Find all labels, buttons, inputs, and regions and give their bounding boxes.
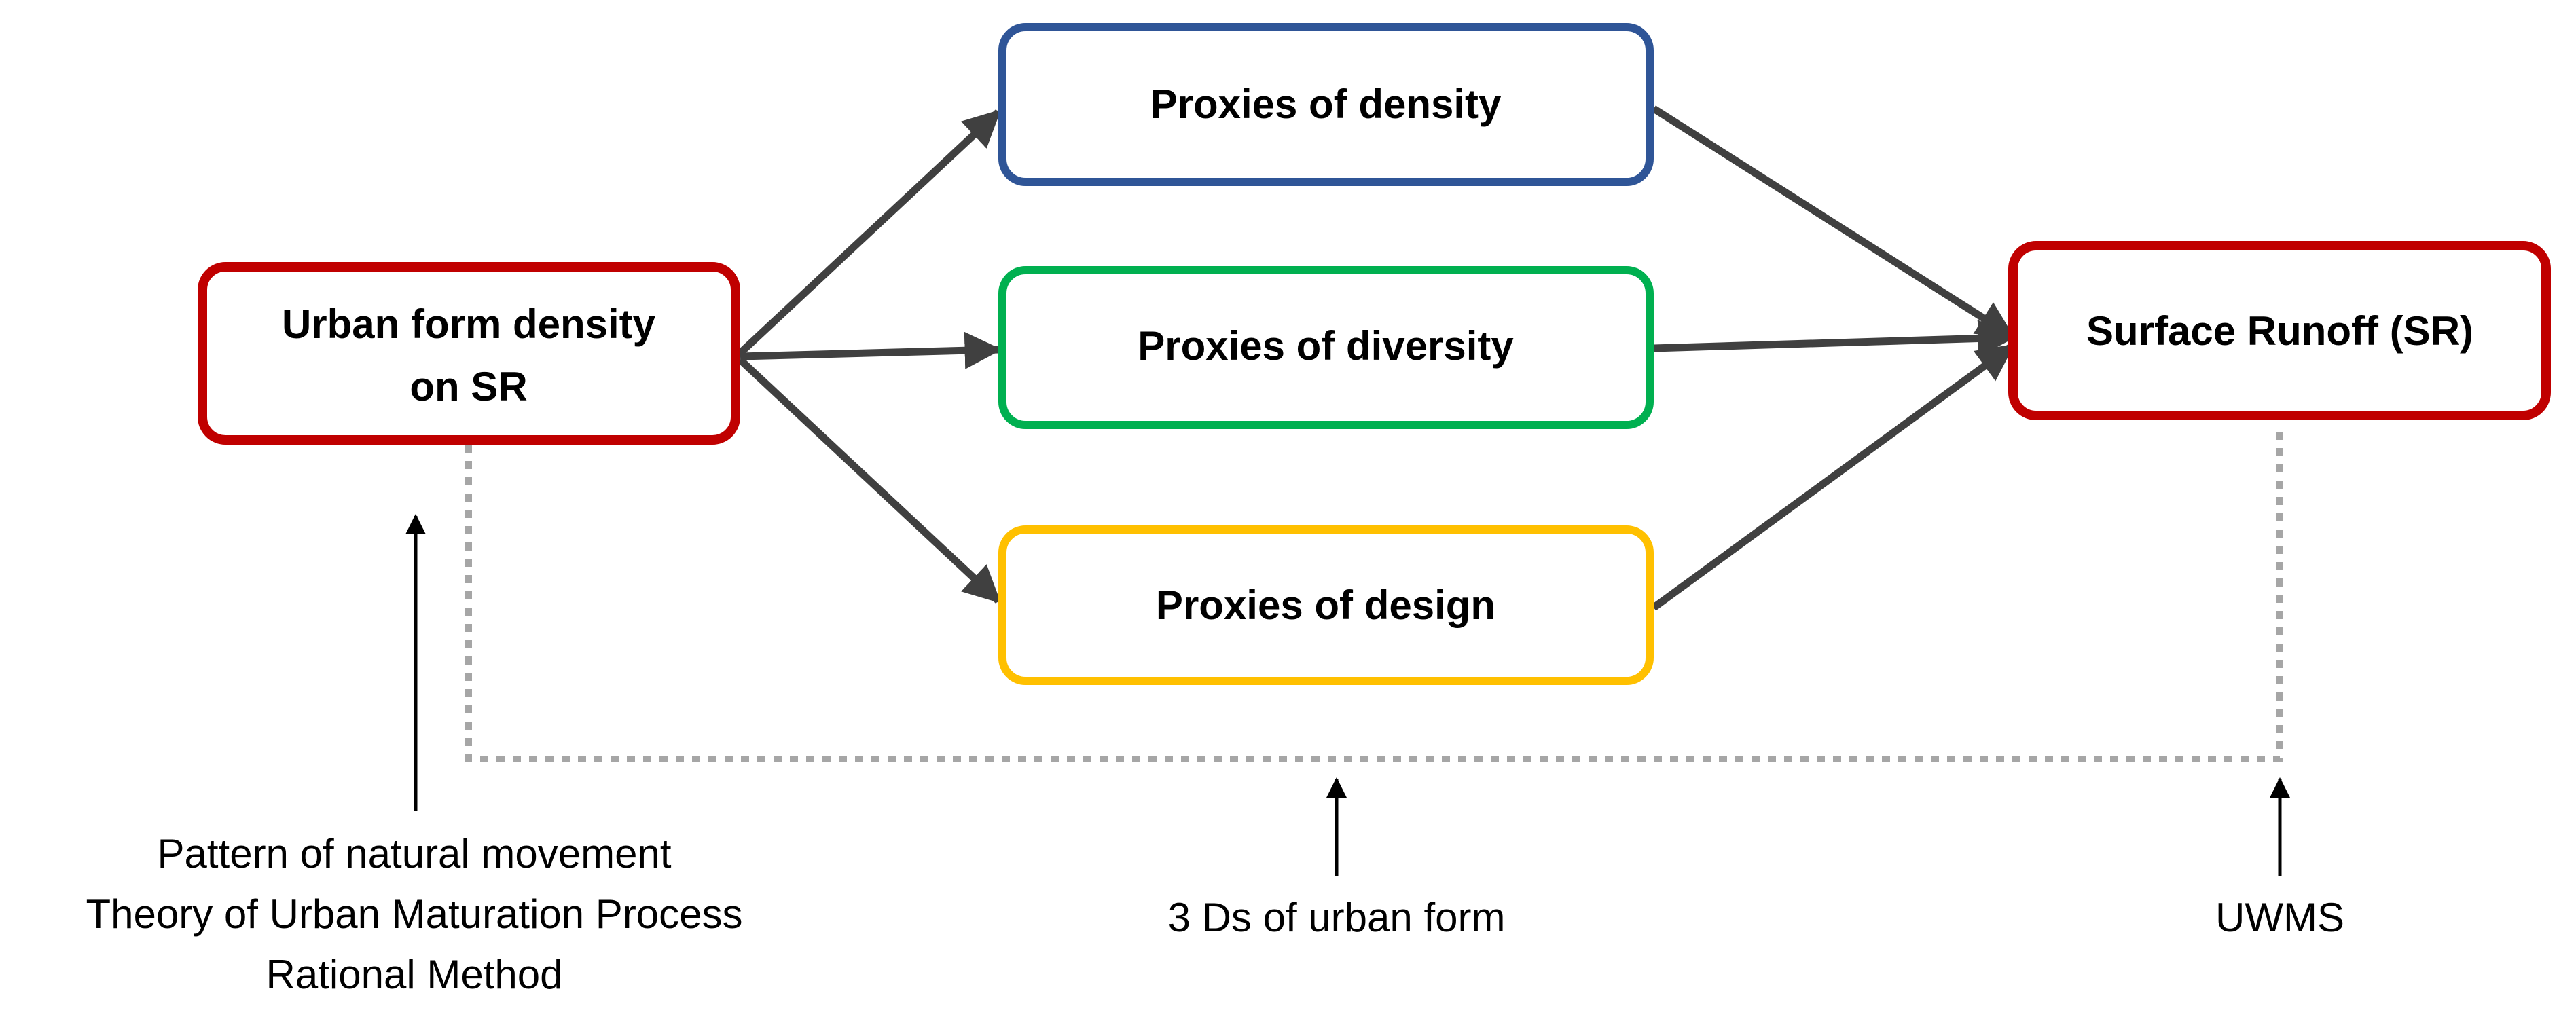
node-urban-form-density-line2: on SR (410, 364, 527, 409)
arrow-diversity-to-runoff (1653, 320, 2016, 357)
node-urban-form-density-line1: Urban form density (282, 301, 656, 347)
node-proxies-design-label: Proxies of design (1156, 582, 1495, 628)
arrow-urban-to-diversity (740, 331, 1002, 369)
arrow-density-to-runoff (1652, 105, 2015, 339)
annotation-left-line1: Pattern of natural movement (157, 831, 671, 876)
annotation-left-line2: Theory of Urban Maturation Process (86, 891, 742, 937)
node-surface-runoff (2008, 241, 2551, 420)
arrow-urban-to-design (738, 356, 1002, 604)
annotation-middle: 3 Ds of urban form (1168, 895, 1506, 940)
node-proxies-diversity (998, 266, 1654, 429)
node-proxies-density (998, 23, 1654, 186)
arrow-urban-to-density (738, 109, 1002, 356)
node-proxies-density-label: Proxies of density (1150, 81, 1502, 127)
node-surface-runoff-label: Surface Runoff (SR) (2086, 308, 2473, 354)
annotation-right: UWMS (2215, 895, 2344, 940)
node-proxies-design (998, 525, 1654, 685)
node-proxies-diversity-label: Proxies of diversity (1138, 323, 1514, 369)
arrow-design-to-runoff (1651, 343, 2015, 611)
annotation-left-line3: Rational Method (266, 952, 563, 997)
node-urban-form-density (198, 262, 740, 445)
